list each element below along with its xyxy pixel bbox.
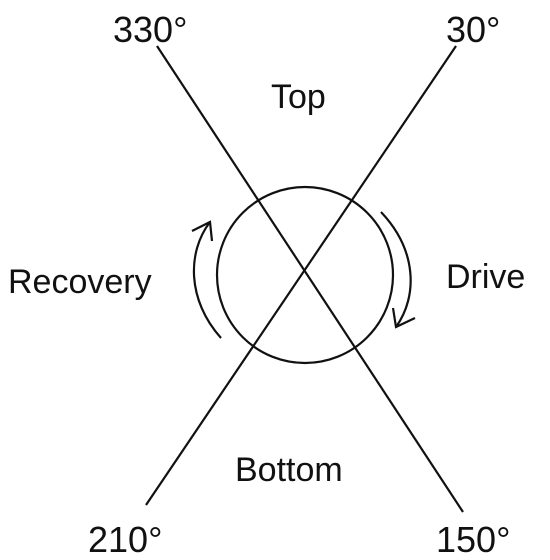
region-label-drive: Drive bbox=[446, 258, 525, 296]
center-circle bbox=[215, 185, 395, 365]
line-330-to-150 bbox=[156, 45, 464, 513]
angle-label-150: 150° bbox=[436, 519, 510, 560]
line-30-to-210 bbox=[145, 45, 457, 506]
region-label-top: Top bbox=[271, 78, 326, 116]
angle-label-330: 330° bbox=[113, 9, 187, 50]
recovery-arrow-icon bbox=[191, 220, 222, 339]
angle-label-30: 30° bbox=[446, 9, 500, 50]
angle-label-210: 210° bbox=[88, 519, 162, 560]
region-label-recovery: Recovery bbox=[8, 263, 152, 301]
drive-arrow-icon bbox=[380, 211, 416, 329]
region-label-bottom: Bottom bbox=[235, 451, 343, 489]
